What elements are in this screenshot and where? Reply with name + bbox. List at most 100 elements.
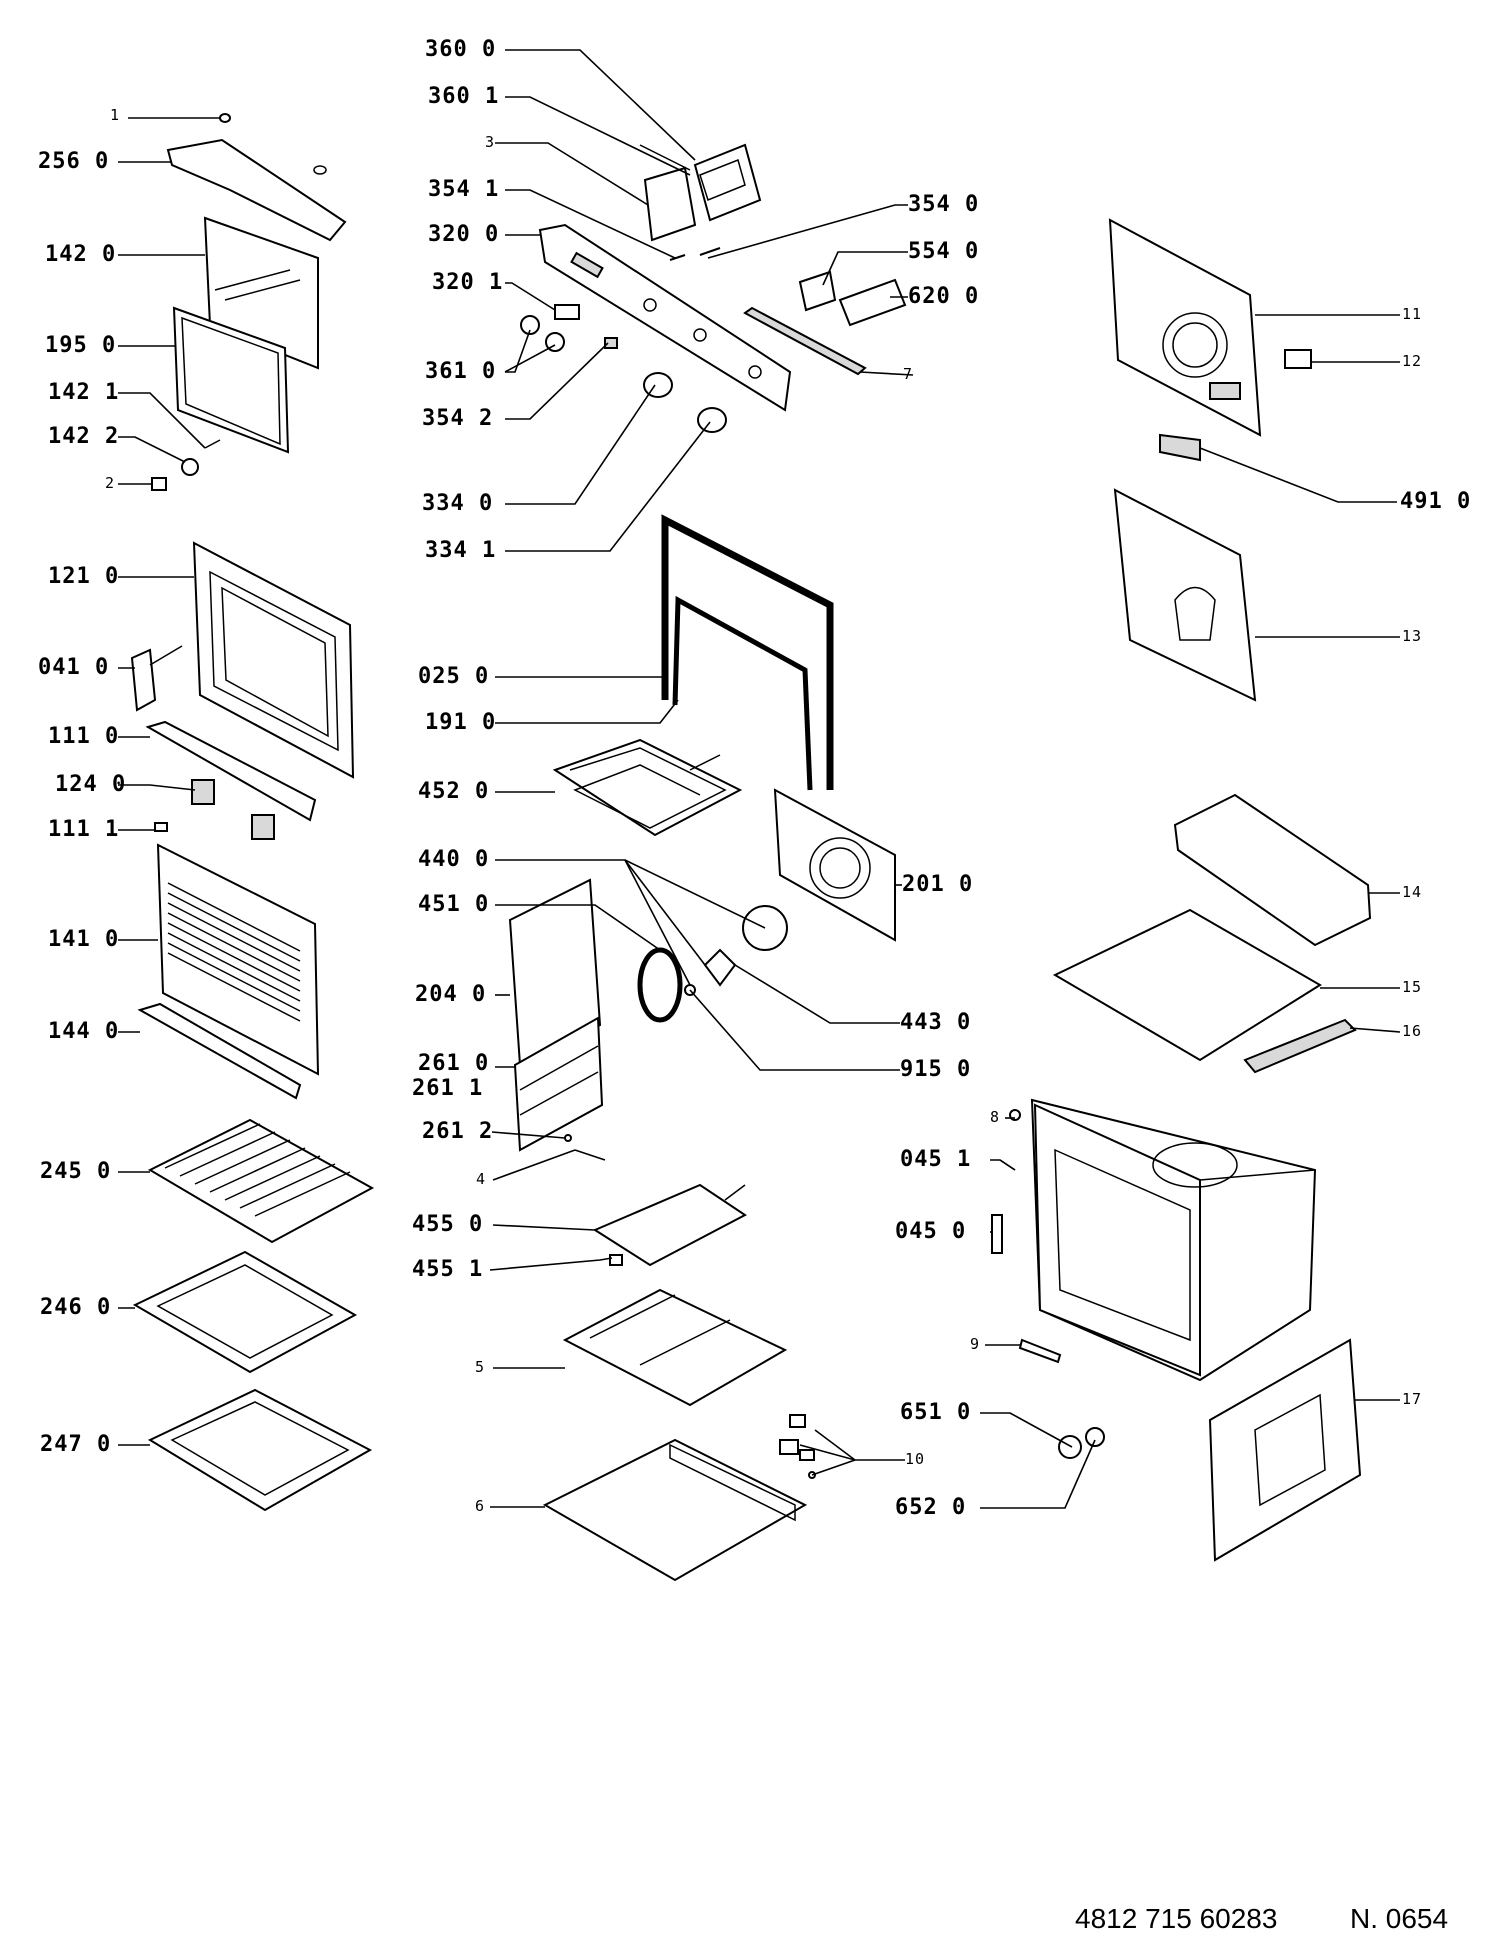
oven-cavity bbox=[1030, 1098, 1317, 1382]
callout-label: 045 0 bbox=[895, 1219, 967, 1244]
callout-label: 8 bbox=[990, 1108, 1001, 1126]
part-455-1-terminal bbox=[609, 1254, 623, 1266]
callout-label: 554 0 bbox=[908, 239, 980, 264]
part-025-oven-seal bbox=[661, 514, 834, 790]
callout-label: 915 0 bbox=[900, 1057, 972, 1082]
part-16-trim-strip bbox=[1243, 1018, 1357, 1074]
leader-lines bbox=[118, 49, 1401, 1509]
callout-label: 11 bbox=[1402, 305, 1423, 323]
callout-label: 334 1 bbox=[425, 538, 497, 563]
callout-label: 620 0 bbox=[908, 284, 980, 309]
callout-label: 651 0 bbox=[900, 1400, 972, 1425]
door-parts-group bbox=[130, 113, 375, 1512]
callout-label: 354 1 bbox=[428, 177, 500, 202]
callout-label: 041 0 bbox=[38, 655, 110, 680]
callout-label: 455 0 bbox=[412, 1212, 484, 1237]
callout-label: 652 0 bbox=[895, 1495, 967, 1520]
callout-label: 7 bbox=[903, 365, 914, 383]
callout-label: 5 bbox=[475, 1358, 486, 1376]
page-reference: N. 0654 bbox=[1350, 1903, 1449, 1934]
callout-label: 443 0 bbox=[900, 1010, 972, 1035]
callout-label: 361 0 bbox=[425, 359, 497, 384]
part-320-1-display-window bbox=[554, 304, 580, 320]
callout-label: 440 0 bbox=[418, 847, 490, 872]
part-455-lower-element bbox=[592, 1183, 747, 1267]
callout-label: 6 bbox=[475, 1497, 486, 1515]
part-256-door-top-trim bbox=[166, 138, 347, 242]
part-246-baking-tray bbox=[132, 1250, 358, 1374]
callout-label: 201 0 bbox=[902, 872, 974, 897]
callout-label: 247 0 bbox=[40, 1432, 112, 1457]
callout-label: 360 0 bbox=[425, 37, 497, 62]
control-and-heating-group bbox=[508, 143, 907, 1582]
callout-label: 144 0 bbox=[48, 1019, 120, 1044]
callout-label: 320 0 bbox=[428, 222, 500, 247]
callout-label: 195 0 bbox=[45, 333, 117, 358]
callout-label: 045 1 bbox=[900, 1147, 972, 1172]
callout-label: 025 0 bbox=[418, 664, 490, 689]
part-9-bracket bbox=[1018, 1338, 1062, 1364]
callout-label: 121 0 bbox=[48, 564, 120, 589]
callout-label: 3 bbox=[485, 133, 496, 151]
part-620-terminal-block bbox=[838, 278, 907, 327]
callout-label: 16 bbox=[1402, 1022, 1423, 1040]
callout-label: 256 0 bbox=[38, 149, 110, 174]
callout-label: 191 0 bbox=[425, 710, 497, 735]
part-15-ceiling-plate bbox=[1052, 908, 1322, 1062]
part-360-programmer-module bbox=[693, 143, 762, 222]
callout-label: 354 0 bbox=[908, 192, 980, 217]
part-245-wire-shelf bbox=[147, 1118, 375, 1244]
part-652-lamp-holder bbox=[1085, 1427, 1105, 1447]
callout-label: 354 2 bbox=[422, 406, 494, 431]
callout-label: 141 0 bbox=[48, 927, 120, 952]
callout-label: 4 bbox=[476, 1170, 487, 1188]
callout-label: 452 0 bbox=[418, 779, 490, 804]
callout-label: 13 bbox=[1402, 627, 1423, 645]
part-144-door-bottom-trim bbox=[137, 1002, 302, 1100]
callout-label: 111 0 bbox=[48, 724, 120, 749]
part-334-1-knob bbox=[697, 407, 727, 433]
part-13-support-frame bbox=[1113, 488, 1257, 702]
callout-label: 334 0 bbox=[422, 491, 494, 516]
part-320-control-panel bbox=[538, 223, 792, 412]
part-651-lamp-cover bbox=[1058, 1435, 1082, 1459]
part-12-connector bbox=[1284, 349, 1312, 369]
part-17-side-panel bbox=[1208, 1338, 1362, 1562]
part-554-switch bbox=[798, 270, 837, 312]
part-111-door-handle bbox=[145, 720, 317, 822]
part-121-door-frame bbox=[192, 541, 355, 779]
part-7-led-strip bbox=[743, 306, 867, 376]
part-142-2-clip bbox=[181, 458, 199, 476]
callout-label: 15 bbox=[1402, 978, 1423, 996]
part-247-drip-tray bbox=[147, 1388, 373, 1512]
callout-label: 17 bbox=[1402, 1390, 1423, 1408]
callout-label: 451 0 bbox=[418, 892, 490, 917]
document-number: 4812 715 60283 bbox=[1075, 1903, 1278, 1934]
callout-label: 245 0 bbox=[40, 1159, 112, 1184]
callout-label: 9 bbox=[970, 1335, 981, 1353]
callout-label: 10 bbox=[905, 1450, 926, 1468]
callout-label: 261 1 bbox=[412, 1076, 484, 1101]
callout-label: 360 1 bbox=[428, 84, 500, 109]
callout-label: 261 0 bbox=[418, 1051, 490, 1076]
callout-label: 455 1 bbox=[412, 1257, 484, 1282]
callout-label: 261 2 bbox=[422, 1119, 494, 1144]
part-261-side-runner bbox=[513, 1016, 604, 1152]
part-361-knob-sleeve bbox=[520, 315, 540, 335]
callout-label: 111 1 bbox=[48, 817, 120, 842]
part-201-rear-panel bbox=[773, 788, 896, 942]
housing-group bbox=[991, 218, 1372, 1562]
part-491-terminal bbox=[1159, 433, 1201, 462]
callout-label: 1 bbox=[110, 106, 121, 124]
part-111-1-handle-end bbox=[154, 822, 168, 832]
callout-label: 142 0 bbox=[45, 242, 117, 267]
callout-label: 204 0 bbox=[415, 982, 487, 1007]
part-041-door-hinge bbox=[130, 648, 157, 712]
part-452-grill-element bbox=[552, 738, 743, 837]
callout-label: 142 2 bbox=[48, 424, 120, 449]
callout-label: 2 bbox=[105, 474, 116, 492]
callout-label: 124 0 bbox=[55, 772, 127, 797]
callout-label: 142 1 bbox=[48, 380, 120, 405]
